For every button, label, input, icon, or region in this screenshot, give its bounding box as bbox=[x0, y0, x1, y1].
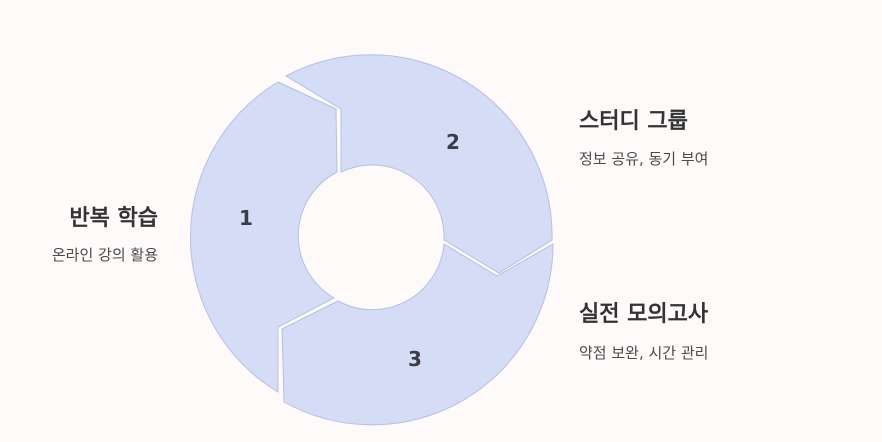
segment-number-3: 3 bbox=[408, 347, 422, 371]
stage-3-description: 약점 보완, 시간 관리 bbox=[579, 344, 709, 362]
segment-number-1: 1 bbox=[239, 206, 253, 230]
cycle-segment-3 bbox=[281, 243, 554, 426]
stage-2-title: 스터디 그룹 bbox=[579, 109, 688, 134]
stage-1-title: 반복 학습 bbox=[69, 206, 158, 231]
stage-2-description: 정보 공유, 동기 부여 bbox=[579, 150, 709, 168]
segment-number-2: 2 bbox=[446, 130, 460, 154]
cycle-segment-1 bbox=[189, 81, 338, 393]
cycle-segment-2 bbox=[284, 54, 553, 274]
stage-3-title: 실전 모의고사 bbox=[579, 302, 709, 327]
stage-1-description: 온라인 강의 활용 bbox=[51, 246, 158, 264]
